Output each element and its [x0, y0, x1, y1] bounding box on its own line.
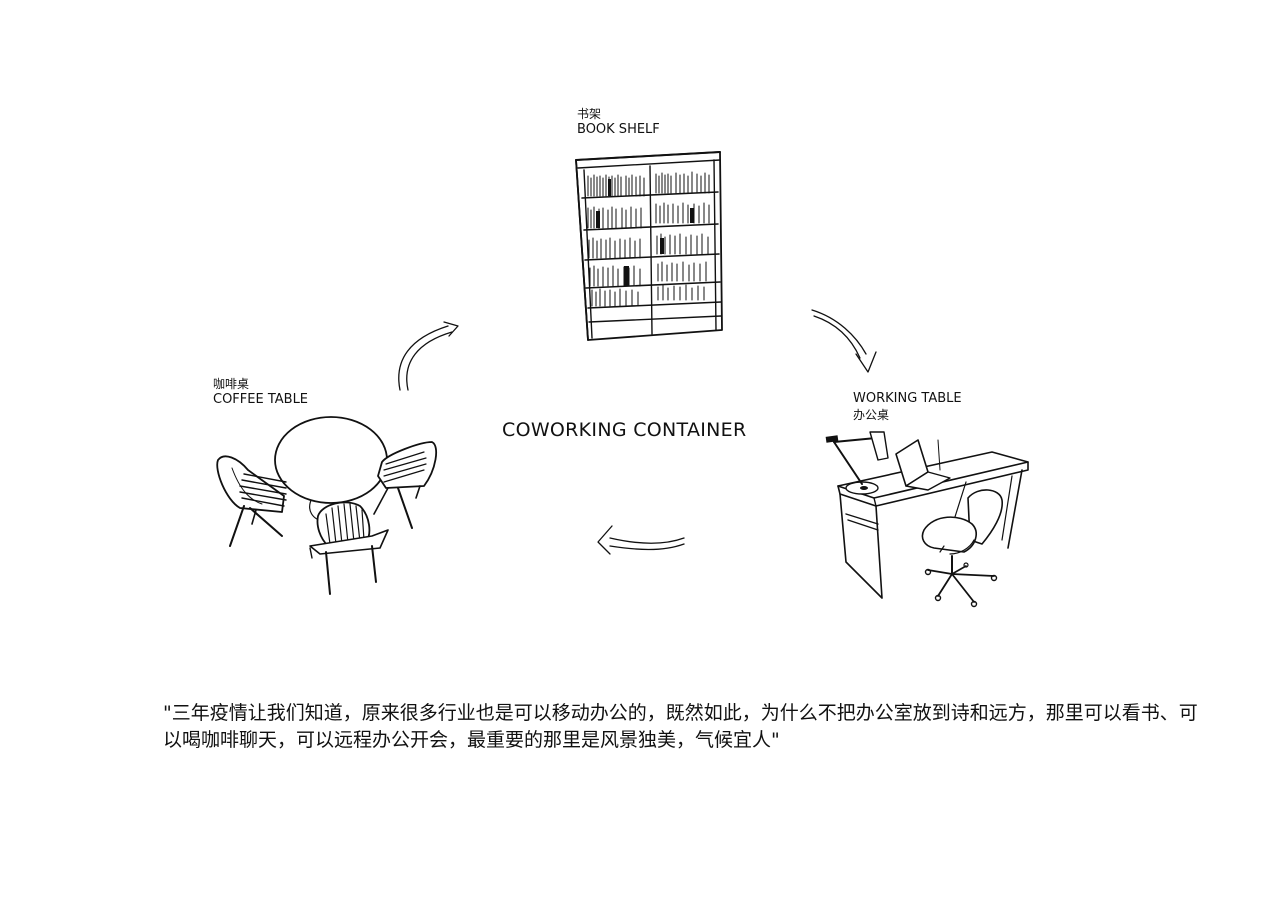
arrow-shelf-to-coffee	[399, 322, 458, 390]
working-table-illustration	[826, 432, 1028, 607]
coffee-table-label-cn: 咖啡桌	[213, 376, 308, 392]
coffee-table-label-en: COFFEE TABLE	[213, 392, 308, 408]
bookshelf-label-cn: 书架	[577, 106, 660, 122]
coffee-table-illustration	[217, 417, 436, 594]
working-table-label: WORKING TABLE 办公桌	[853, 391, 962, 423]
working-table-label-cn: 办公桌	[853, 407, 962, 423]
quote-text: "三年疫情让我们知道，原来很多行业也是可以移动办公的，既然如此，为什么不把办公室…	[163, 700, 1203, 754]
bookshelf-label: 书架 BOOK SHELF	[577, 106, 660, 138]
bookshelf-illustration	[576, 152, 722, 340]
working-table-label-en: WORKING TABLE	[853, 391, 962, 407]
bookshelf-label-en: BOOK SHELF	[577, 122, 660, 138]
arrow-shelf-to-working	[812, 310, 876, 372]
diagram-title: COWORKING CONTAINER	[502, 419, 747, 441]
coffee-table-label: 咖啡桌 COFFEE TABLE	[213, 376, 308, 408]
arrow-working-to-coffee	[598, 526, 684, 554]
